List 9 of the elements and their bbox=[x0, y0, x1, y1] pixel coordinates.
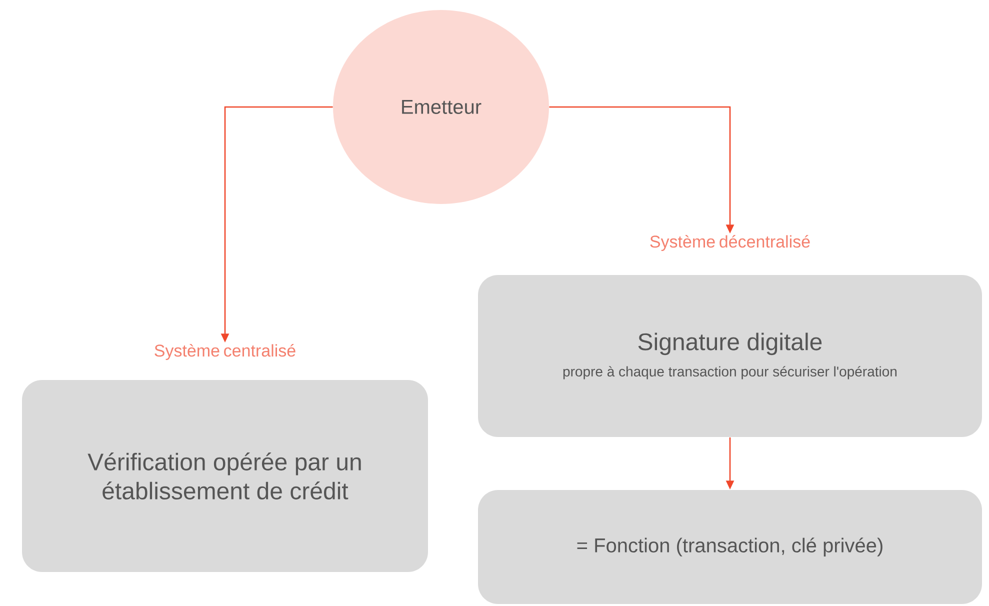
box-text: Vérification opérée par un établissement de crédit bbox=[88, 452, 361, 500]
process-box bbox=[478, 490, 982, 604]
circle-node bbox=[333, 10, 549, 204]
box-title: Signature digitale bbox=[638, 332, 822, 356]
box-text: = Fonction (transaction, clé privée) bbox=[577, 538, 882, 556]
node-label: Emetteur bbox=[402, 100, 482, 114]
section-heading: Système centralisé bbox=[154, 344, 296, 360]
box-description: propre à chaque transaction pour sécuriser l'opération bbox=[563, 366, 897, 380]
section-heading: Système décentralisé bbox=[650, 234, 810, 252]
